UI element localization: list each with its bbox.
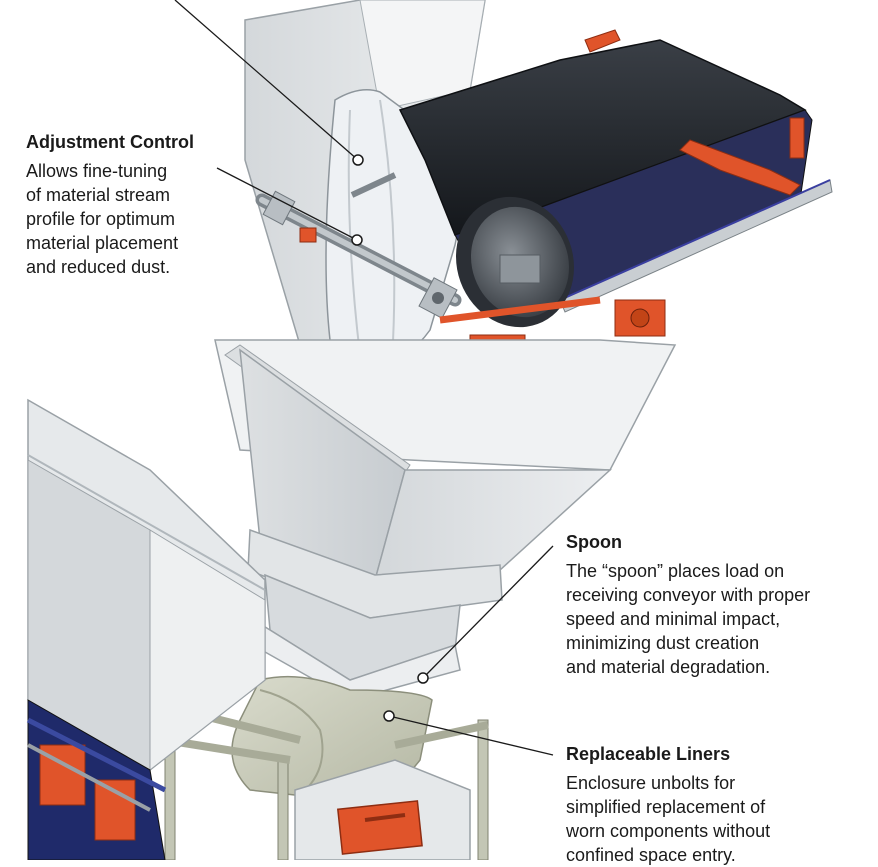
liners-leader-line [388, 715, 554, 756]
support-frame [164, 711, 489, 861]
liners-leader-dot [383, 710, 395, 722]
adjustment-control-leader-dot [351, 234, 363, 246]
adjustment-shaft [255, 172, 462, 319]
spoon-callout: Spoon The “spoon” places load on receivi… [566, 531, 876, 679]
spoon-leader-dot [417, 672, 429, 684]
replaceable-liners-title: Replaceable Liners [566, 744, 731, 764]
adjustment-control-callout: Adjustment Control Allows fine-tuning of… [26, 131, 256, 279]
replaceable-liners-description: Enclosure unbolts for simplified replace… [566, 773, 771, 865]
spoon-leader-line [422, 545, 554, 679]
chute-hopper [214, 339, 677, 701]
replaceable-liners-callout: Replaceable Liners Enclosure unbolts for… [566, 743, 876, 867]
adjustment-control-leader-line [216, 167, 358, 241]
spoon-description: The “spoon” places load on receiving con… [566, 561, 811, 677]
callout-leaders [174, 0, 554, 756]
spoon-title: Spoon [566, 532, 622, 552]
top-leader-dot [352, 154, 364, 166]
adjustment-control-title: Adjustment Control [26, 132, 194, 152]
receiving-conveyor-skirtboard [26, 398, 266, 861]
head-pulley [456, 196, 574, 328]
receiving-enclosure [294, 759, 471, 861]
top-leader-line [174, 0, 359, 161]
adjustment-control-description: Allows fine-tuning of material stream pr… [26, 161, 179, 277]
